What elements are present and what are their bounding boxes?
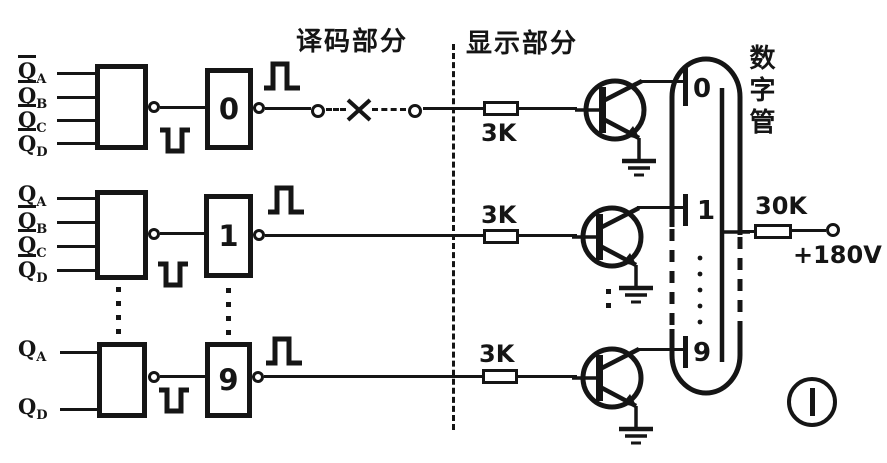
wire — [60, 408, 98, 411]
wire — [519, 234, 577, 237]
gate-digit-label: 1 — [218, 218, 239, 253]
base-resistor — [483, 229, 519, 244]
cathode-bar-1 — [683, 194, 688, 226]
wire — [160, 232, 204, 235]
dashed-wire — [372, 108, 406, 111]
cathode-bar-9 — [683, 336, 688, 368]
wire — [57, 269, 96, 272]
resistor-value-label: 3K — [481, 201, 517, 229]
npn-transistor — [572, 336, 662, 456]
wire — [57, 221, 96, 224]
gate-digit-label: 0 — [218, 91, 240, 126]
input-label-qc-bar: QC — [18, 104, 47, 137]
npn-transistor — [572, 195, 662, 315]
section-divider-line — [452, 44, 455, 430]
base-resistor — [483, 101, 519, 116]
inverter-bubble — [148, 101, 160, 113]
inverter-bubble — [253, 229, 265, 241]
nand-gate-9 — [97, 342, 147, 418]
wire — [160, 106, 205, 109]
wire — [423, 107, 483, 110]
wire — [637, 348, 684, 351]
gate-digit-label: 9 — [218, 362, 239, 397]
supply-terminal — [826, 223, 840, 237]
connector-terminal — [311, 104, 325, 118]
tube-digit-9: 9 — [693, 338, 712, 368]
wire — [57, 142, 96, 145]
wire — [264, 375, 482, 378]
input-label-qa-bar: QA — [18, 55, 46, 88]
wire — [57, 245, 96, 248]
nixie-tube-envelope — [669, 56, 750, 396]
ellipsis-dots — [697, 255, 703, 325]
negative-pulse-icon — [157, 384, 191, 416]
inverter-bubble — [253, 102, 265, 114]
anode-resistor — [754, 224, 792, 239]
wire — [265, 234, 483, 237]
input-label-qd-bar: QD — [18, 128, 48, 161]
npn-transistor — [575, 68, 665, 188]
negative-pulse-icon — [158, 124, 192, 156]
circled-digit-mark — [787, 377, 837, 427]
nand-gate-1 — [95, 190, 148, 280]
decoder-gate-0: 0 — [205, 68, 253, 150]
input-label-qd: QD — [18, 394, 48, 424]
tube-digit-1: 1 — [697, 196, 716, 226]
wire — [57, 119, 96, 122]
wire — [57, 197, 96, 200]
negative-pulse-icon — [156, 258, 190, 290]
nand-gate-0 — [95, 64, 148, 150]
ellipsis-dots — [226, 288, 231, 336]
anode-resistor-label: 30K — [755, 192, 807, 220]
digit-one-stroke — [809, 388, 815, 416]
resistor-value-label: 3K — [481, 119, 517, 147]
input-label-qa: QA — [18, 336, 47, 366]
inverter-bubble — [252, 371, 264, 383]
display-section-label: 显示部分 — [466, 29, 579, 59]
input-label-qa: QA — [18, 181, 47, 211]
wire — [57, 96, 96, 99]
wire — [265, 107, 311, 110]
decoder-gate-9: 9 — [205, 342, 252, 418]
base-resistor — [482, 369, 518, 384]
tube-name-label: 数字管 — [745, 44, 775, 140]
wire — [637, 206, 684, 209]
inverter-bubble — [148, 371, 160, 383]
positive-pulse-icon — [264, 333, 304, 367]
supply-voltage-label: +180V — [793, 241, 882, 269]
decode-section-label: 译码部分 — [296, 27, 409, 57]
connector-terminal — [408, 104, 422, 118]
inverter-bubble — [148, 228, 160, 240]
resistor-value-label: 3K — [479, 340, 515, 368]
ellipsis-dots — [606, 289, 611, 316]
wire — [160, 375, 205, 378]
dashed-wire — [326, 108, 346, 111]
input-label-qc-bar: QC — [18, 229, 47, 262]
break-x-icon — [346, 98, 372, 122]
wire — [57, 72, 96, 75]
ellipsis-dots — [116, 287, 121, 335]
input-label-qb-bar: QB — [18, 80, 47, 113]
wire — [640, 80, 684, 83]
wire — [740, 230, 754, 233]
cathode-bar-0 — [683, 68, 688, 106]
input-label-qd-bar: QD — [18, 254, 48, 287]
positive-pulse-icon — [262, 58, 302, 92]
wire — [518, 375, 577, 378]
positive-pulse-icon — [266, 182, 306, 216]
decoder-gate-1: 1 — [204, 194, 253, 278]
tube-digit-0: 0 — [693, 74, 712, 104]
wire — [60, 351, 98, 354]
input-label-qb-bar: QB — [18, 205, 47, 238]
wire — [792, 229, 826, 232]
wire — [519, 107, 577, 110]
